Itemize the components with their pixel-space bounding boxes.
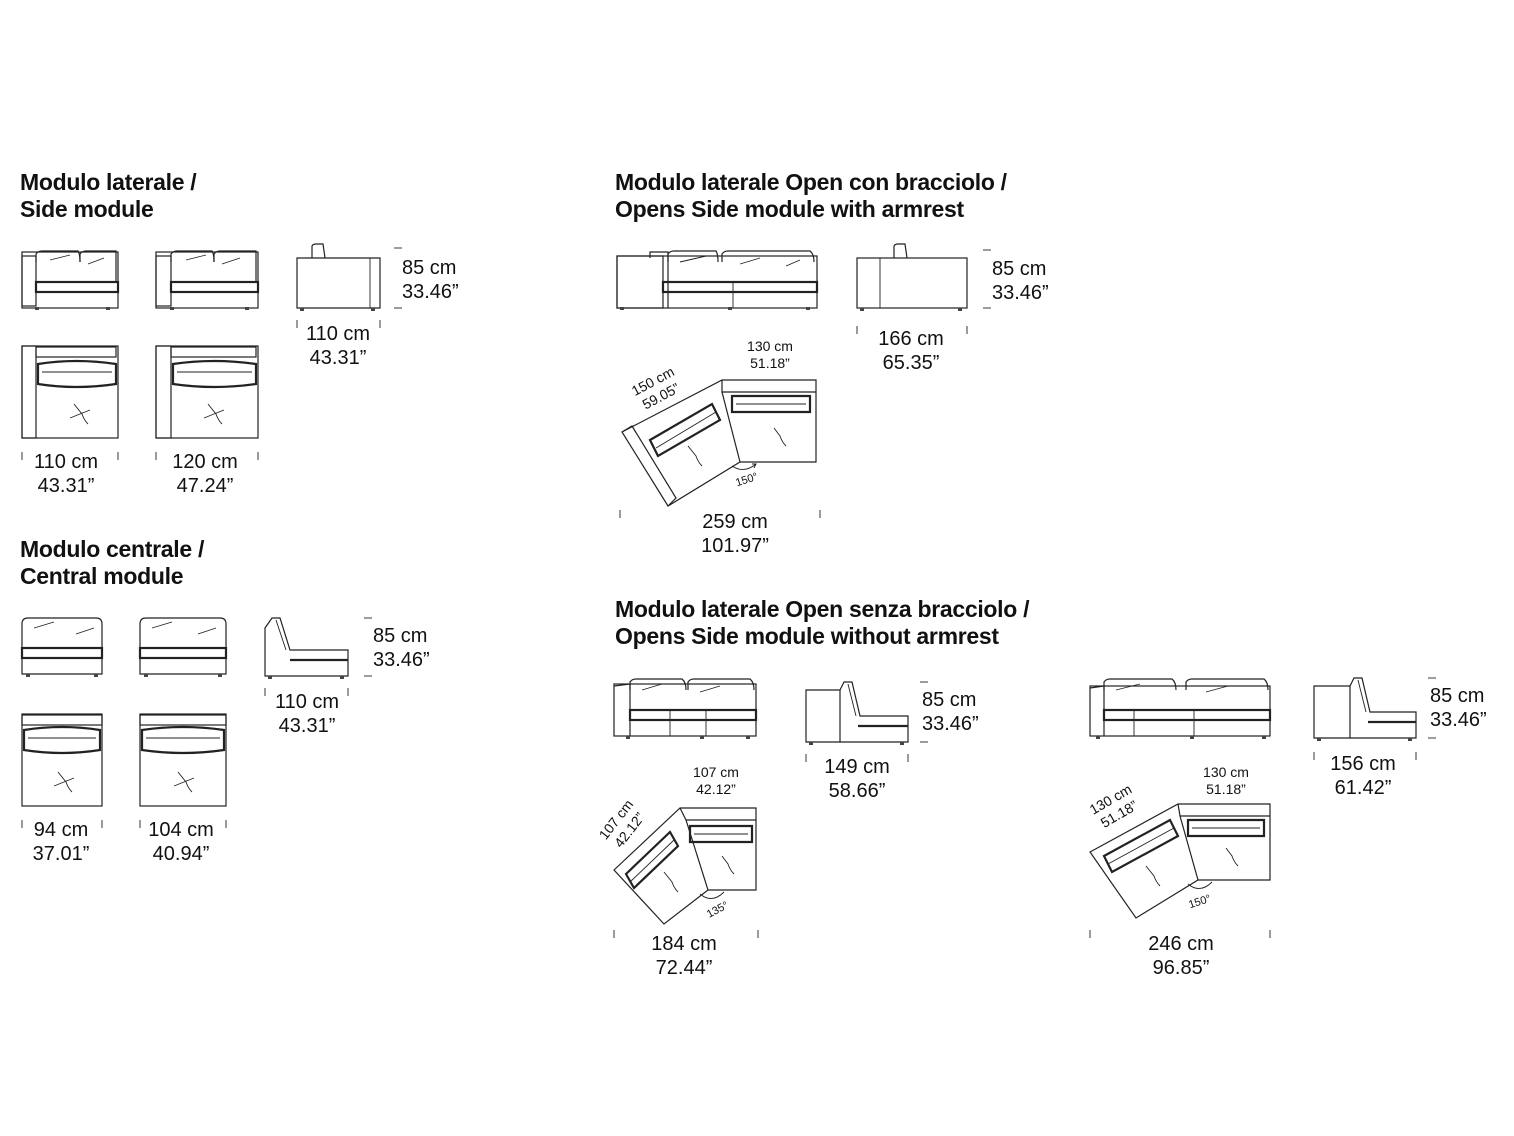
arm-height-in: 33.46” xyxy=(992,282,1049,304)
noarm2-width-cm: 246 cm xyxy=(1148,933,1214,955)
arm-depth-cm: 166 cm xyxy=(878,328,944,350)
side-height-cm: 85 cm xyxy=(402,257,457,279)
noarm2-depth-in: 61.42” xyxy=(1334,777,1392,799)
arm-top-in: 51.18” xyxy=(750,355,790,371)
side-width-2-dim: 120 cm 47.24” xyxy=(160,450,250,498)
noarm2-height-in: 33.46” xyxy=(1430,709,1487,731)
arm-top-dim: 130 cm 51.18” xyxy=(730,338,810,372)
side-width-2-cm: 120 cm xyxy=(172,451,238,473)
central-module-front-view-a xyxy=(20,617,104,677)
side-width-1-cm: 110 cm xyxy=(33,451,99,473)
central-width-2-dim: 104 cm 40.94” xyxy=(138,818,224,866)
side-height-in: 33.46” xyxy=(402,281,459,303)
side-depth-cm: 110 cm xyxy=(305,323,371,345)
central-depth-in: 43.31” xyxy=(278,715,336,737)
arm-height-cm: 85 cm xyxy=(992,258,1047,280)
noarm2-top-dim: 130 cm 51.18” xyxy=(1186,764,1266,798)
open-no-armrest-title: Modulo laterale Open senza bracciolo / O… xyxy=(615,596,1030,650)
noarm1-depth-cm: 149 cm xyxy=(824,756,890,778)
central-height-cm: 85 cm xyxy=(373,625,428,647)
side-module-title-en: Side module xyxy=(20,196,154,222)
central-depth-dim: 110 cm 43.31” xyxy=(264,690,350,738)
open-no-armrest-1-side-view xyxy=(805,681,928,762)
side-module-front-view-b xyxy=(155,250,260,310)
open-no-armrest-1-top-view xyxy=(613,807,759,938)
side-module-side-view xyxy=(296,243,402,328)
central-module-title-it: Modulo centrale / xyxy=(20,536,205,562)
side-height-dim: 85 cm 33.46” xyxy=(402,256,459,304)
central-module-top-view-a xyxy=(21,713,103,828)
noarm1-depth-dim: 149 cm 58.66” xyxy=(810,755,904,803)
noarm2-top-cm: 130 cm xyxy=(1203,764,1249,780)
side-width-1-in: 43.31” xyxy=(37,475,95,497)
open-no-armrest-1-front-view xyxy=(613,678,758,739)
arm-width-cm: 259 cm xyxy=(702,511,768,533)
open-armrest-title-it: Modulo laterale Open con bracciolo / xyxy=(615,169,1007,195)
noarm1-top-cm: 107 cm xyxy=(693,764,739,780)
central-width-1-dim: 94 cm 37.01” xyxy=(20,818,102,866)
noarm1-top-in: 42.12” xyxy=(696,781,736,797)
side-depth-in: 43.31” xyxy=(309,347,367,369)
noarm2-height-cm: 85 cm xyxy=(1430,685,1485,707)
arm-depth-dim: 166 cm 65.35” xyxy=(864,327,958,375)
side-module-title: Modulo laterale / Side module xyxy=(20,169,197,223)
noarm1-depth-in: 58.66” xyxy=(828,780,886,802)
side-depth-dim: 110 cm 43.31” xyxy=(295,322,381,370)
arm-depth-in: 65.35” xyxy=(882,352,940,374)
central-module-front-view-b xyxy=(138,617,228,677)
side-module-front-view-left-arm xyxy=(21,250,120,310)
central-width-1-cm: 94 cm xyxy=(33,819,89,841)
central-module-side-view xyxy=(264,617,372,696)
open-no-armrest-title-it: Modulo laterale Open senza bracciolo / xyxy=(615,596,1030,622)
central-module-title: Modulo centrale / Central module xyxy=(20,536,204,590)
noarm2-height-dim: 85 cm 33.46” xyxy=(1430,684,1487,732)
noarm2-depth-cm: 156 cm xyxy=(1330,753,1396,775)
noarm1-width-cm: 184 cm xyxy=(651,933,717,955)
central-height-in: 33.46” xyxy=(373,649,430,671)
central-width-2-in: 40.94” xyxy=(152,843,210,865)
central-width-1-in: 37.01” xyxy=(32,843,90,865)
open-armrest-title: Modulo laterale Open con bracciolo / Ope… xyxy=(615,169,1007,223)
noarm1-height-cm: 85 cm xyxy=(922,689,977,711)
arm-width-dim: 259 cm 101.97” xyxy=(680,510,790,558)
central-module-top-view-b xyxy=(139,713,227,828)
central-height-dim: 85 cm 33.46” xyxy=(373,624,430,672)
noarm2-width-in: 96.85” xyxy=(1152,957,1210,979)
open-armrest-side-view xyxy=(856,243,991,334)
central-depth-cm: 110 cm xyxy=(274,691,340,713)
noarm1-height-dim: 85 cm 33.46” xyxy=(922,688,979,736)
open-no-armrest-title-en: Opens Side module without armrest xyxy=(615,623,999,649)
side-width-2-in: 47.24” xyxy=(176,475,234,497)
open-armrest-front-view xyxy=(616,250,819,310)
open-no-armrest-2-top-view xyxy=(1089,803,1271,938)
noarm1-height-in: 33.46” xyxy=(922,713,979,735)
central-module-title-en: Central module xyxy=(20,563,184,589)
central-width-2-cm: 104 cm xyxy=(148,819,214,841)
side-module-title-it: Modulo laterale / xyxy=(20,169,197,195)
noarm2-top-in: 51.18” xyxy=(1206,781,1246,797)
arm-width-in: 101.97” xyxy=(701,535,769,557)
noarm1-width-dim: 184 cm 72.44” xyxy=(632,932,736,980)
noarm1-width-in: 72.44” xyxy=(655,957,713,979)
open-no-armrest-2-side-view xyxy=(1313,677,1436,760)
open-no-armrest-2-front-view xyxy=(1089,678,1272,739)
arm-top-cm: 130 cm xyxy=(747,338,793,354)
arm-height-dim: 85 cm 33.46” xyxy=(992,257,1049,305)
side-width-1-dim: 110 cm 43.31” xyxy=(22,450,110,498)
noarm2-width-dim: 246 cm 96.85” xyxy=(1126,932,1236,980)
open-armrest-title-en: Opens Side module with armrest xyxy=(615,196,964,222)
side-module-top-view-b xyxy=(155,345,259,460)
side-module-top-view-a xyxy=(21,345,119,460)
noarm1-top-dim: 107 cm 42.12” xyxy=(676,764,756,798)
noarm2-depth-dim: 156 cm 61.42” xyxy=(1316,752,1410,800)
open-armrest-top-view xyxy=(619,379,821,518)
